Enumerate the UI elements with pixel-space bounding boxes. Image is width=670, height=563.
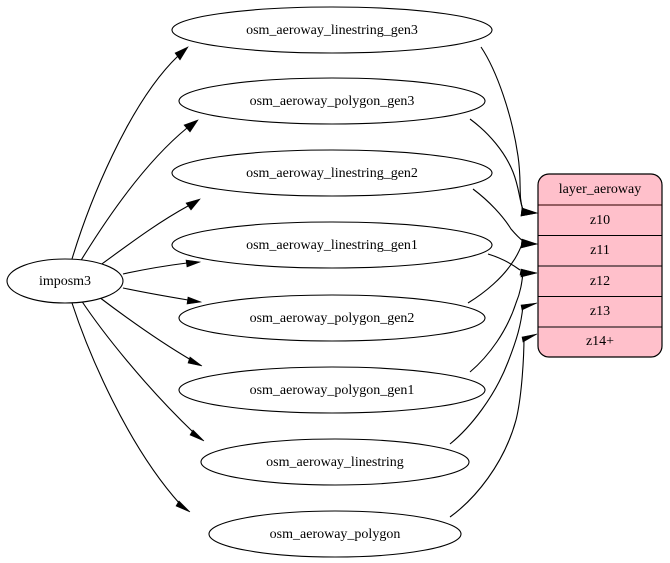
edge-imposm3-to-osm_aeroway_linestring: [80, 299, 205, 442]
node-osm_aeroway_linestring_gen2[interactable]: osm_aeroway_linestring_gen2: [171, 149, 493, 197]
edge-osm_aeroway_polygon_gen1-to-z12: [469, 271, 538, 373]
table-ellipse-linestring-gen3[interactable]: [171, 6, 493, 54]
table-label-linestring-gen1: osm_aeroway_linestring_gen1: [246, 238, 418, 253]
table-ellipse-linestring-gen1[interactable]: [171, 221, 493, 269]
table-ellipse-polygon-gen2[interactable]: [178, 294, 486, 342]
edge-osm_aeroway_polygon_gen3-to-z10: [469, 118, 539, 217]
edge-osm_aeroway_linestring_gen1-to-z12: [487, 253, 538, 276]
edge-osm_aeroway_polygon_gen2-to-z11: [467, 239, 539, 304]
table-ellipse-linestring-gen2[interactable]: [171, 149, 493, 197]
table-label-linestring-gen2: osm_aeroway_linestring_gen2: [246, 166, 418, 181]
imposm3-ellipse[interactable]: [6, 258, 124, 304]
table-label-polygon-gen1: osm_aeroway_polygon_gen1: [250, 383, 415, 398]
edge-imposm3-to-osm_aeroway_linestring_gen2: [98, 198, 201, 267]
edge-group-imposm3-to-tables: [71, 46, 205, 513]
node-osm_aeroway_polygon_gen3[interactable]: osm_aeroway_polygon_gen3: [178, 77, 486, 125]
node-osm_aeroway_linestring_gen3[interactable]: osm_aeroway_linestring_gen3: [171, 6, 493, 54]
layer-table-row-z12[interactable]: z12: [590, 274, 610, 289]
node-osm_aeroway_linestring[interactable]: osm_aeroway_linestring: [200, 438, 470, 486]
node-imposm3[interactable]: imposm3: [6, 258, 124, 304]
table-label-polygon-gen2: osm_aeroway_polygon_gen2: [250, 311, 415, 326]
node-osm_aeroway_polygon_gen1[interactable]: osm_aeroway_polygon_gen1: [178, 366, 486, 414]
edge-imposm3-to-osm_aeroway_linestring_gen1: [122, 259, 202, 275]
layer-table-row-z14plus[interactable]: z14+: [586, 334, 614, 349]
node-osm_aeroway_polygon_gen2[interactable]: osm_aeroway_polygon_gen2: [178, 294, 486, 342]
layer-table-row-z13[interactable]: z13: [590, 304, 610, 319]
edge-imposm3-to-osm_aeroway_polygon_gen1: [98, 296, 203, 367]
edge-osm_aeroway_linestring-to-z13: [449, 302, 538, 445]
table-label-polygon-gen3: osm_aeroway_polygon_gen3: [250, 94, 415, 109]
table-ellipse-linestring[interactable]: [200, 438, 470, 486]
node-osm_aeroway_linestring_gen1[interactable]: osm_aeroway_linestring_gen1: [171, 221, 493, 269]
node-osm_aeroway_polygon[interactable]: osm_aeroway_polygon: [208, 510, 462, 558]
layer-table-outline: [537, 173, 663, 358]
table-ellipse-polygon-gen1[interactable]: [178, 366, 486, 414]
table-label-linestring: osm_aeroway_linestring: [266, 455, 404, 470]
edge-osm_aeroway_polygon-to-z14plus: [449, 333, 538, 518]
imposm3-label: imposm3: [39, 274, 91, 289]
edge-group-tables-to-layer: [449, 46, 539, 518]
table-ellipse-polygon[interactable]: [208, 510, 462, 558]
edge-imposm3-to-osm_aeroway_polygon_gen3: [79, 119, 199, 263]
edge-imposm3-to-osm_aeroway_linestring_gen3: [71, 46, 189, 260]
table-ellipse-polygon-gen3[interactable]: [178, 77, 486, 125]
table-label-linestring-gen3: osm_aeroway_linestring_gen3: [246, 23, 418, 38]
table-label-polygon: osm_aeroway_polygon: [270, 527, 401, 542]
layer-table-row-z11[interactable]: z11: [590, 243, 610, 258]
layer-table-title: layer_aeroway: [559, 182, 641, 197]
edge-osm_aeroway_linestring_gen3-to-z10: [480, 46, 539, 217]
edge-imposm3-to-osm_aeroway_polygon: [71, 302, 191, 513]
edge-imposm3-to-osm_aeroway_polygon_gen2: [122, 287, 203, 305]
layer-table-row-z10[interactable]: z10: [590, 213, 610, 228]
node-layer_aeroway[interactable]: layer_aeroway z10 z11 z12 z13 z14+: [537, 173, 663, 358]
